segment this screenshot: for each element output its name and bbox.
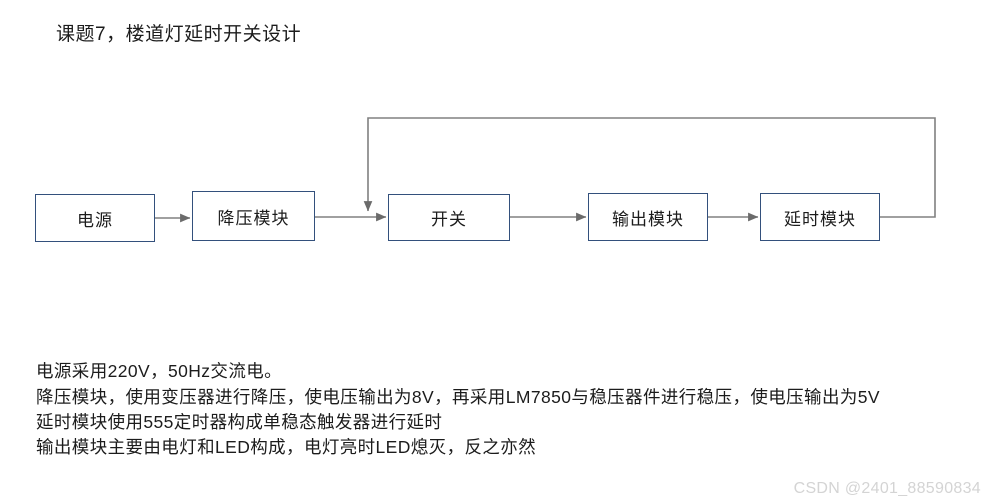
description-line-2: 降压模块，使用变压器进行降压，使电压输出为8V，再采用LM7850与稳压器件进行… (36, 387, 880, 407)
diagram-node-step-down[interactable]: 降压模块 (192, 191, 315, 241)
diagram-node-delay[interactable]: 延时模块 (760, 193, 880, 241)
description-block: 电源采用220V，50Hz交流电。 降压模块，使用变压器进行降压，使电压输出为8… (36, 358, 976, 460)
csdn-watermark: CSDN @2401_88590834 (793, 480, 981, 497)
description-line-1: 电源采用220V，50Hz交流电。 (36, 361, 283, 381)
edge-delay-feedback-loop (363, 117, 936, 218)
page-title: 课题7，楼道灯延时开关设计 (56, 24, 302, 45)
description-line-4: 输出模块主要由电灯和LED构成，电灯亮时LED熄灭，反之亦然 (36, 437, 537, 457)
diagram-node-switch[interactable]: 开关 (388, 194, 510, 241)
diagram-node-output[interactable]: 输出模块 (588, 193, 708, 241)
diagram-node-power[interactable]: 电源 (35, 194, 155, 242)
description-line-3: 延时模块使用555定时器构成单稳态触发器进行延时 (36, 412, 443, 432)
